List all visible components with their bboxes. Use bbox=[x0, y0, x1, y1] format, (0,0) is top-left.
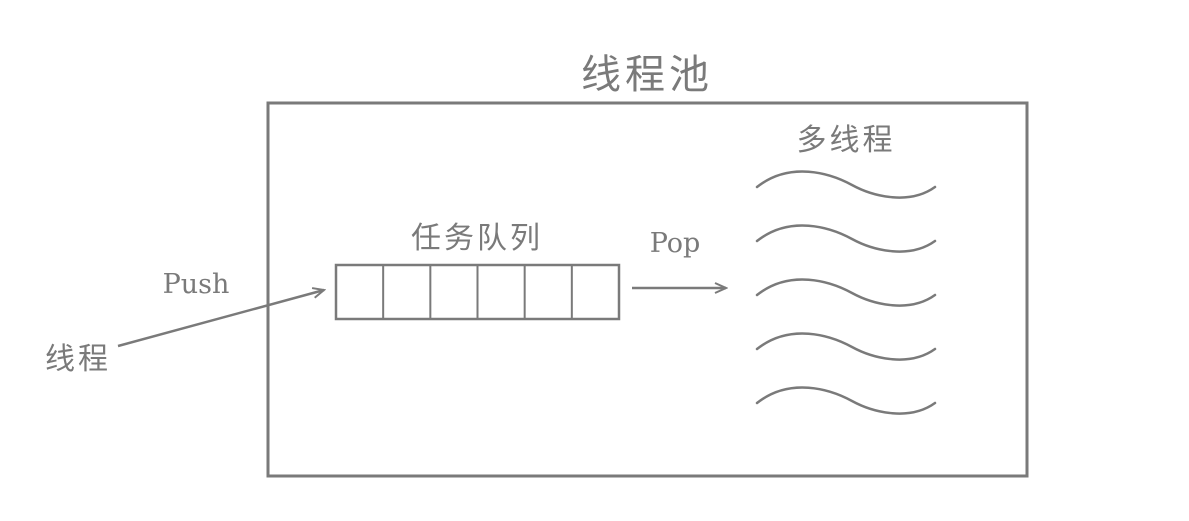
threads-label: 多线程 bbox=[797, 123, 896, 158]
worker-thread-wave bbox=[755, 278, 937, 307]
worker-thread-wave bbox=[755, 224, 937, 253]
queue-label: 任务队列 bbox=[411, 221, 543, 256]
thread-pool-box bbox=[266, 101, 1029, 478]
worker-threads bbox=[755, 170, 937, 415]
worker-thread-wave bbox=[755, 386, 937, 415]
worker-thread-wave bbox=[755, 332, 937, 361]
pop-label: Pop bbox=[650, 228, 701, 259]
push-arrow bbox=[117, 290, 324, 348]
worker-thread-wave bbox=[755, 170, 937, 199]
push-label: Push bbox=[163, 269, 230, 300]
pool-title: 线程池 bbox=[581, 52, 713, 98]
task-queue bbox=[334, 263, 621, 321]
producer-thread-label: 线程 bbox=[45, 342, 111, 377]
